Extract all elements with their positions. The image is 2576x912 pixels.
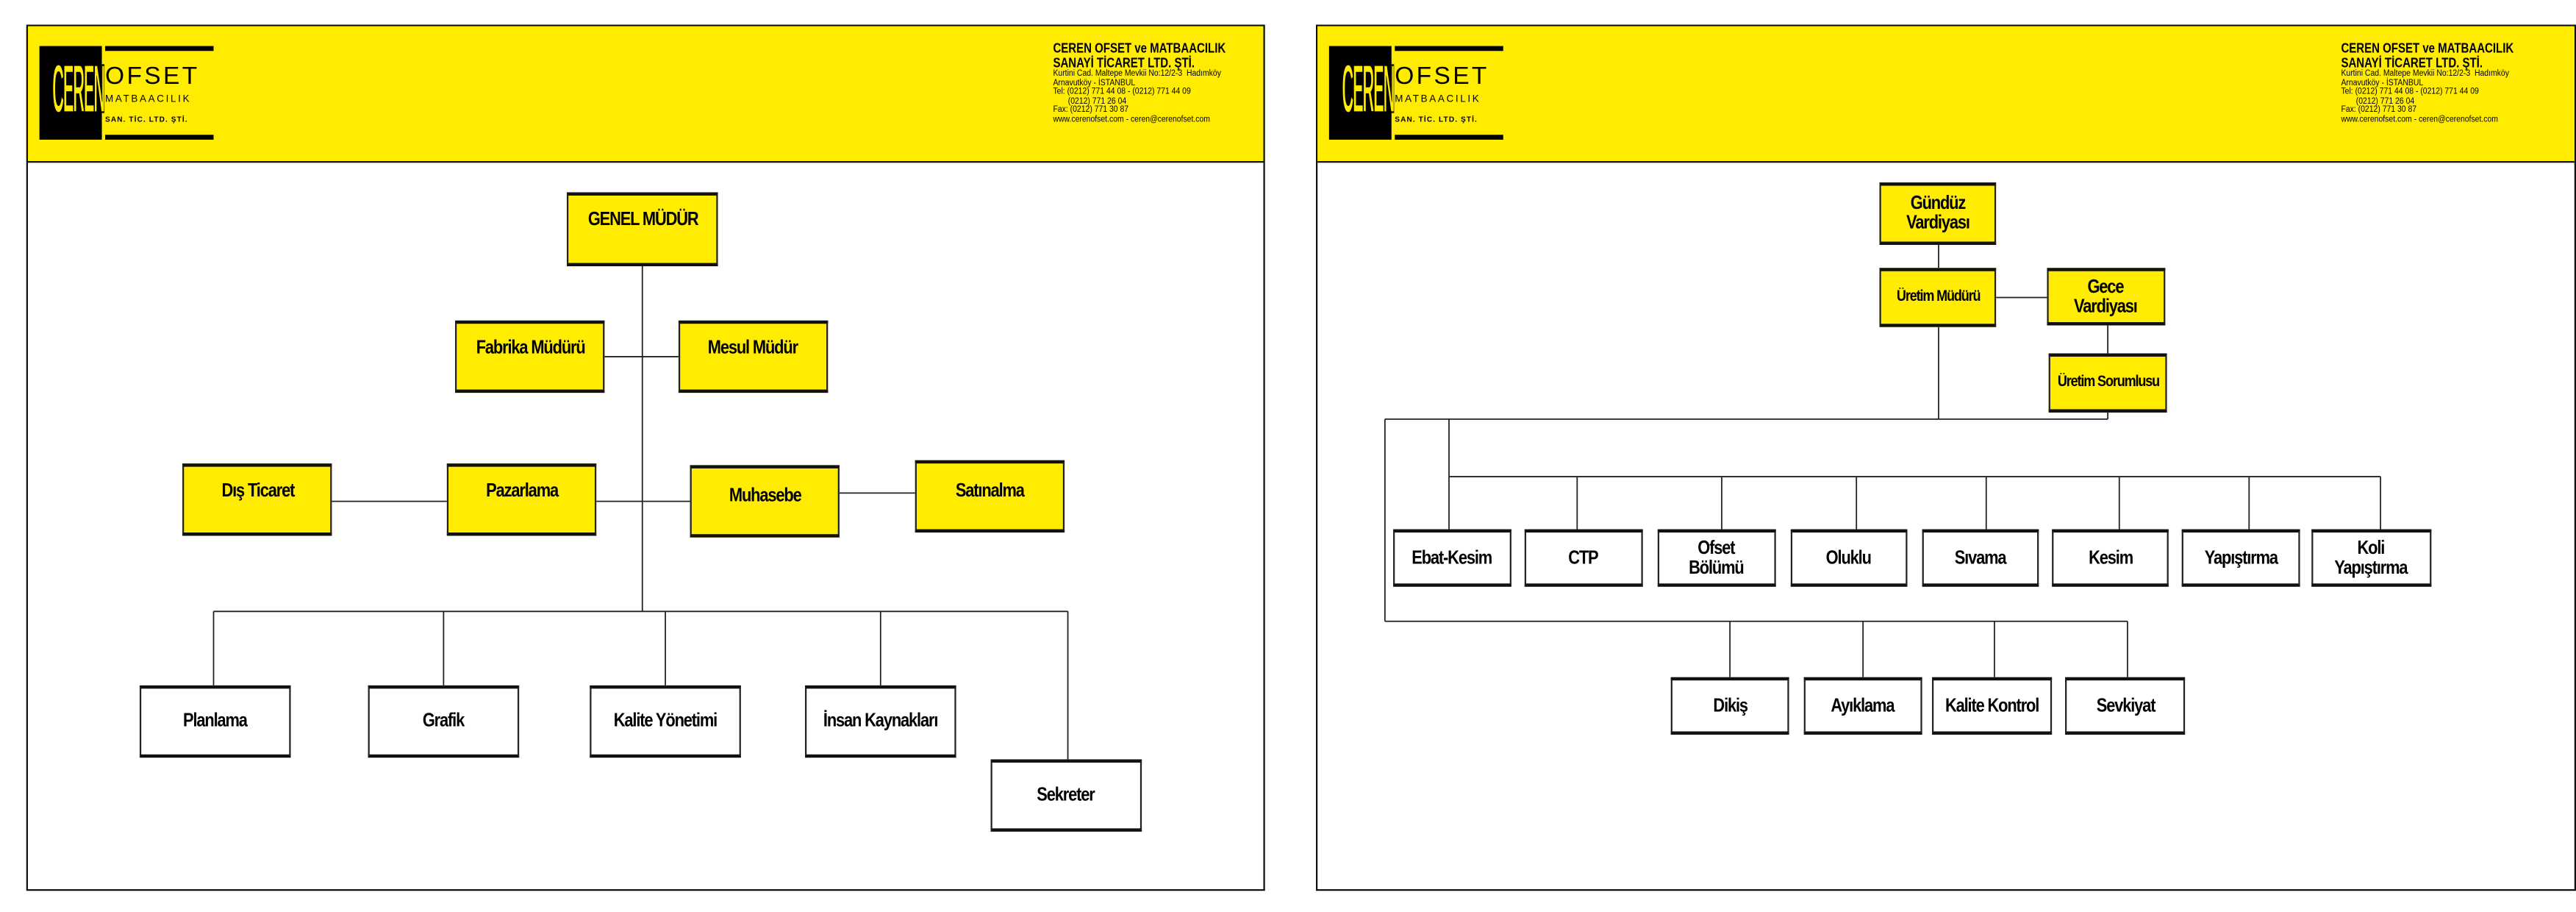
company-logo: CEREN OFSET MATBAACILIK SAN. TİC. LTD. Ş… <box>1328 46 1506 140</box>
box-sekreter[interactable]: Sekreter <box>990 759 1142 832</box>
box-grafik[interactable]: Grafik <box>368 685 520 758</box>
box-sivama[interactable]: Sıvama <box>1922 529 2039 587</box>
box-kesim[interactable]: Kesim <box>2052 529 2169 587</box>
box-uretim-muduru[interactable]: Üretim Müdürü <box>1879 268 1997 327</box>
box-oluklu[interactable]: Oluklu <box>1790 529 1908 587</box>
letterhead: CEREN OFSET MATBAACILIK SAN. TİC. LTD. Ş… <box>1317 26 2575 163</box>
box-planlama[interactable]: Planlama <box>139 685 291 758</box>
company-info: CEREN OFSET ve MATBAACILIK SANAYİ TİCARE… <box>2341 40 2514 125</box>
box-sevkiyat[interactable]: Sevkiyat <box>2065 677 2186 735</box>
box-fabrika-muduru[interactable]: Fabrika Müdürü <box>455 320 605 393</box>
box-muhasebe[interactable]: Muhasebe <box>690 465 840 538</box>
box-kalite-kontrol[interactable]: Kalite Kontrol <box>1932 677 2053 735</box>
box-gunduz-vardiyasi[interactable]: Gündüz Vardiyası <box>1879 182 1997 245</box>
company-info: CEREN OFSET ve MATBAACILIK SANAYİ TİCARE… <box>1053 41 1263 126</box>
box-mesul-mudur[interactable]: Mesul Müdür <box>678 320 829 393</box>
box-genel-mudur[interactable]: GENEL MÜDÜR <box>566 192 718 267</box>
company-name-2: SANAYİ TİCARET LTD. ŞTİ. <box>1053 55 1195 71</box>
box-ayiklama[interactable]: Ayıklama <box>1803 677 1922 735</box>
right-org-chart-panel: CEREN OFSET MATBAACILIK SAN. TİC. LTD. Ş… <box>1315 24 2576 891</box>
box-dis-ticaret[interactable]: Dış Ticaret <box>182 463 332 536</box>
box-gece-vardiyasi[interactable]: Gece Vardiyası <box>2047 268 2166 326</box>
box-pazarlama[interactable]: Pazarlama <box>446 463 597 536</box>
company-address: Kurtini Cad. Maltepe Mevkii No:12/2-3 Ha… <box>1053 68 1221 125</box>
company-name: CEREN OFSET ve MATBAACILIK <box>1053 40 1226 56</box>
box-dikis[interactable]: Dikiş <box>1670 677 1789 735</box>
box-insan-kaynaklari[interactable]: İnsan Kaynakları <box>805 685 956 758</box>
box-koli-yapistirma[interactable]: Koli Yapıştırma <box>2311 529 2432 587</box>
box-kalite-yonetimi[interactable]: Kalite Yönetimi <box>590 685 741 758</box>
box-ctp[interactable]: CTP <box>1524 529 1643 587</box>
company-logo: CEREN OFSET MATBAACILIK SAN. TİC. LTD. Ş… <box>39 46 217 140</box>
letterhead: CEREN OFSET MATBAACILIK SAN. TİC. LTD. Ş… <box>27 26 1264 163</box>
box-yapistirma[interactable]: Yapıştırma <box>2181 529 2300 587</box>
box-uretim-sorumlusu[interactable]: Üretim Sorumlusu <box>2048 353 2167 413</box>
box-ebat-kesim[interactable]: Ebat-Kesim <box>1393 529 1511 587</box>
box-satinalma[interactable]: Satınalma <box>915 460 1065 533</box>
box-ofset-bolumu[interactable]: Ofset Bölümü <box>1657 529 1776 587</box>
